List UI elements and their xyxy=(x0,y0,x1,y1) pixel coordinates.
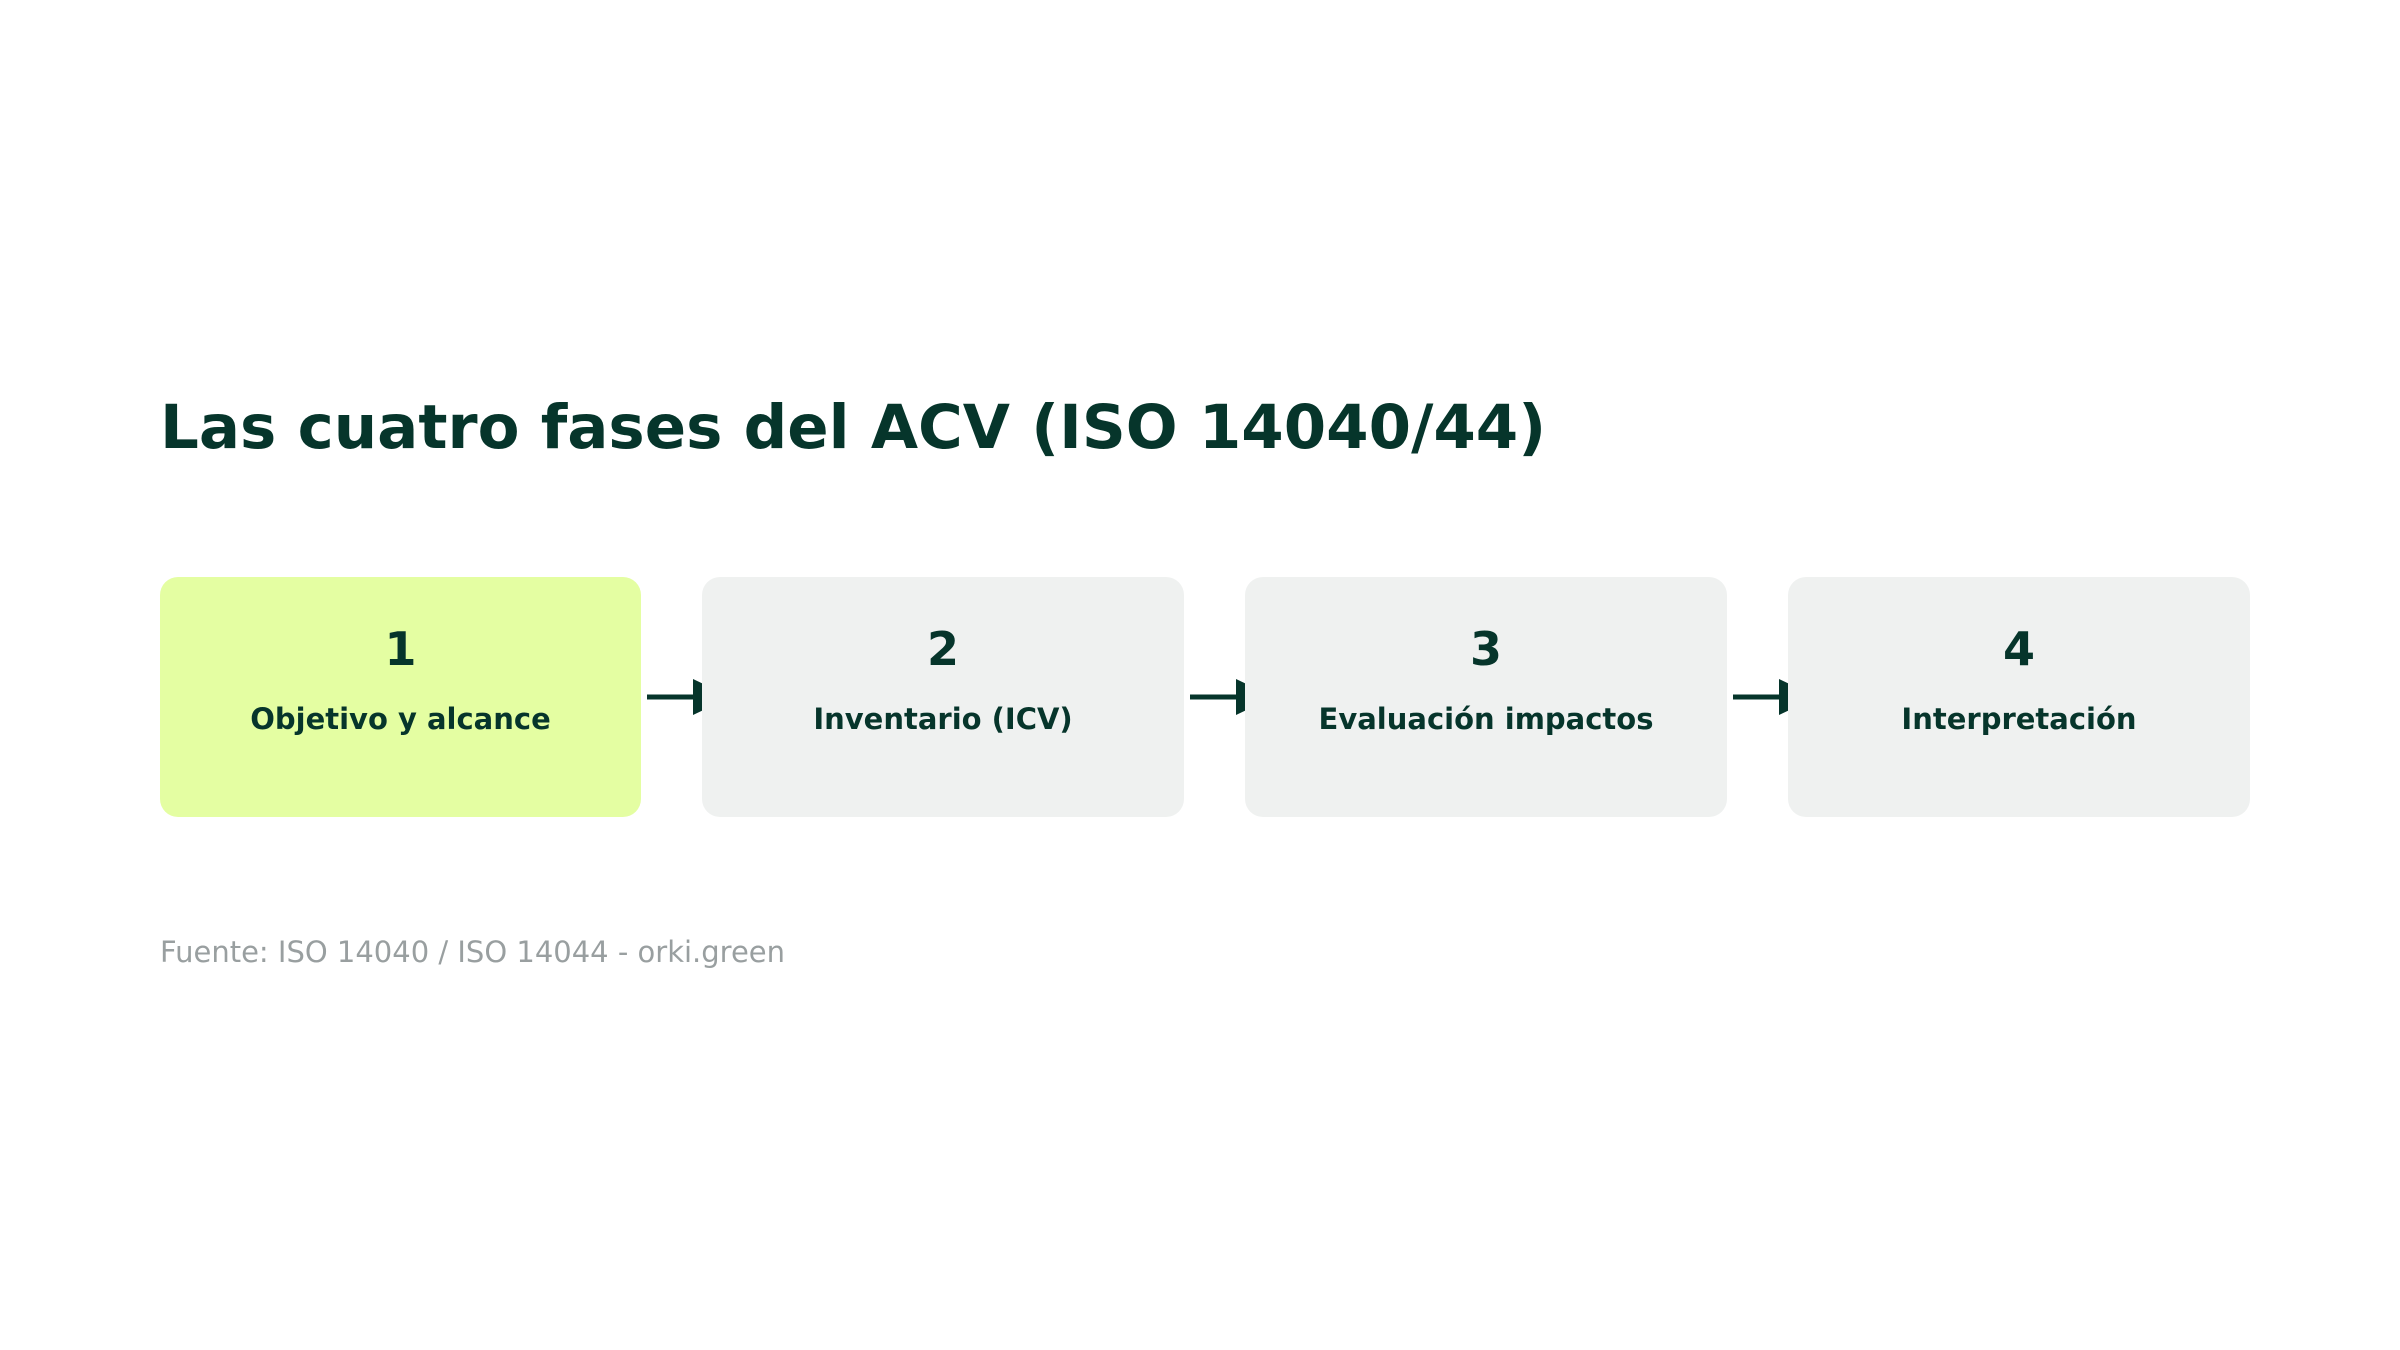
phase-label: Evaluación impactos xyxy=(1318,702,1654,736)
source-note: Fuente: ISO 14040 / ISO 14044 - orki.gre… xyxy=(160,935,786,969)
phase-label: Inventario (ICV) xyxy=(813,702,1073,736)
phase-box-1: 1 Objetivo y alcance xyxy=(160,577,641,817)
phase-number: 1 xyxy=(384,622,417,676)
phase-box-4: 4 Interpretación xyxy=(1788,577,2250,817)
phase-number: 4 xyxy=(2002,622,2035,676)
phase-box-2: 2 Inventario (ICV) xyxy=(702,577,1184,817)
phase-label: Objetivo y alcance xyxy=(250,702,551,736)
phase-flow: 1 Objetivo y alcance 2 Inventario (ICV) … xyxy=(160,577,2250,817)
phase-label: Interpretación xyxy=(1901,702,2137,736)
phase-number: 3 xyxy=(1469,622,1502,676)
diagram-title: Las cuatro fases del ACV (ISO 14040/44) xyxy=(160,392,1547,463)
phase-box-3: 3 Evaluación impactos xyxy=(1245,577,1727,817)
phase-number: 2 xyxy=(926,622,959,676)
